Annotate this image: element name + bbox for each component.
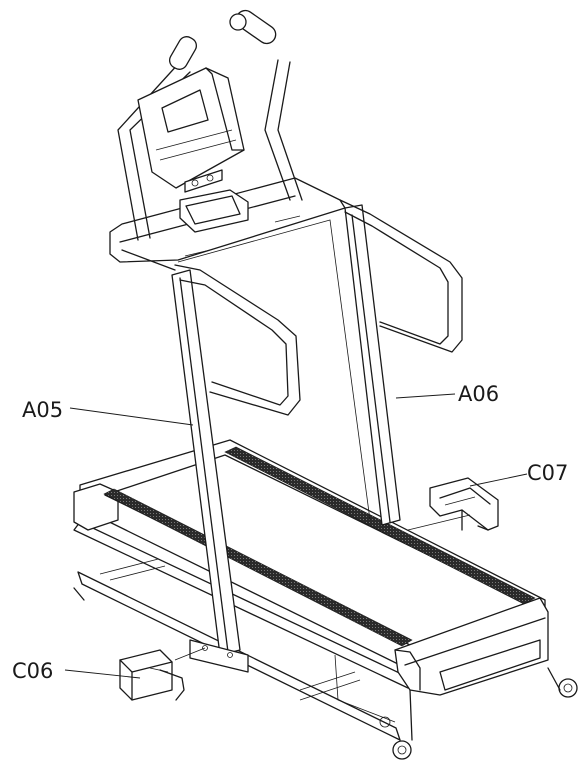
cover-c07 (429, 477, 499, 531)
console (137, 67, 249, 233)
upright-a05 (171, 264, 301, 673)
console-frame (109, 9, 371, 521)
label-c06: C06 (12, 659, 53, 683)
leader-lines (64, 393, 528, 679)
upright-a06 (339, 199, 463, 526)
label-c07: C07 (527, 461, 568, 485)
cover-c06 (119, 649, 185, 701)
label-a06: A06 (458, 382, 499, 406)
label-a05: A05 (22, 398, 63, 422)
